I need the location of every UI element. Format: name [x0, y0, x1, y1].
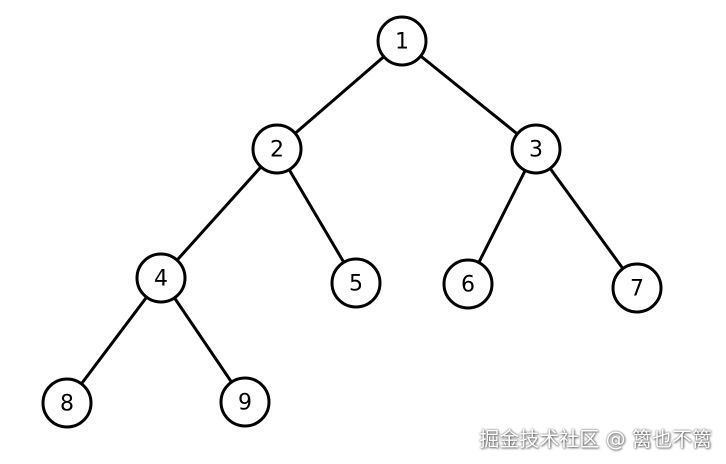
tree-node-3: 3 [510, 123, 562, 175]
node-circle [330, 257, 382, 309]
node-label: 5 [349, 272, 363, 297]
tree-node-6: 6 [442, 258, 494, 310]
tree-node-2: 2 [251, 123, 303, 175]
tree-edges [65, 39, 639, 405]
node-circle [611, 262, 663, 314]
node-circle [442, 258, 494, 310]
node-label: 8 [60, 392, 74, 417]
edge-3-7 [534, 147, 639, 290]
node-label: 4 [154, 267, 168, 292]
node-label: 9 [238, 391, 252, 416]
tree-node-4: 4 [135, 252, 187, 304]
node-label: 1 [395, 30, 409, 55]
edge-1-3 [400, 39, 538, 151]
node-label: 3 [529, 138, 543, 163]
tree-node-5: 5 [330, 257, 382, 309]
edge-1-2 [275, 39, 404, 151]
node-circle [219, 376, 271, 428]
node-label: 6 [461, 273, 475, 298]
tree-node-1: 1 [376, 15, 428, 67]
edge-2-5 [275, 147, 358, 285]
tree-node-7: 7 [611, 262, 663, 314]
node-circle [135, 252, 187, 304]
node-circle [251, 123, 303, 175]
node-label: 7 [630, 277, 644, 302]
edge-4-8 [65, 276, 163, 405]
tree-node-9: 9 [219, 376, 271, 428]
node-circle [41, 377, 93, 429]
node-label: 2 [270, 138, 284, 163]
watermark-text: 掘金技术社区 @ 篱也不篱 [479, 427, 712, 451]
node-circle [376, 15, 428, 67]
tree-nodes: 1 2 3 4 5 6 7 8 9 [41, 15, 663, 429]
node-circle [510, 123, 562, 175]
edge-2-4 [159, 147, 279, 280]
tree-node-8: 8 [41, 377, 93, 429]
